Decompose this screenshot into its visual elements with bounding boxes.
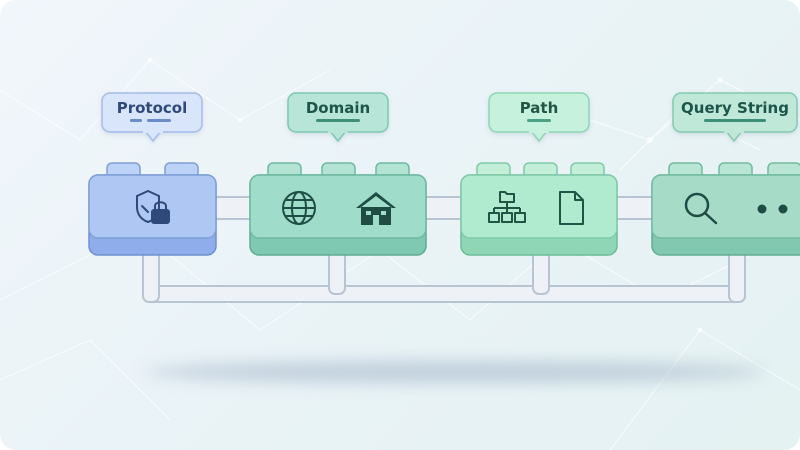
segment-protocol: Protocol — [88, 92, 217, 256]
protocol-label: Protocol — [117, 99, 188, 117]
path-block — [460, 162, 618, 256]
query-string-block — [651, 162, 800, 256]
domain-block — [249, 162, 427, 256]
globe-icon — [282, 191, 316, 225]
query-string-bubble: Query String — [672, 92, 798, 142]
pipe-network — [142, 247, 746, 303]
path-bubble-dash — [527, 119, 551, 122]
segment-domain: Domain — [249, 92, 427, 256]
domain-bubble: Domain — [287, 92, 389, 142]
sitemap-icon — [488, 191, 526, 223]
file-icon — [559, 191, 584, 225]
segment-query-string: Query String — [651, 92, 800, 256]
path-label: Path — [520, 99, 559, 117]
house-icon — [356, 192, 396, 225]
protocol-bubble-dash — [147, 119, 171, 122]
protocol-block — [88, 162, 217, 256]
path-bubble: Path — [488, 92, 590, 142]
protocol-bubble-dash — [130, 119, 142, 122]
floor-shadow — [145, 361, 765, 383]
ellipsis-icon — [757, 204, 788, 214]
query-string-label: Query String — [681, 99, 789, 117]
search-icon — [684, 192, 718, 225]
shield-lock-icon — [136, 190, 170, 224]
domain-bubble-dash — [316, 119, 360, 122]
segment-path: Path — [460, 92, 618, 256]
protocol-bubble: Protocol — [101, 92, 203, 142]
query-string-bubble-dash — [704, 119, 766, 122]
domain-label: Domain — [306, 99, 370, 117]
